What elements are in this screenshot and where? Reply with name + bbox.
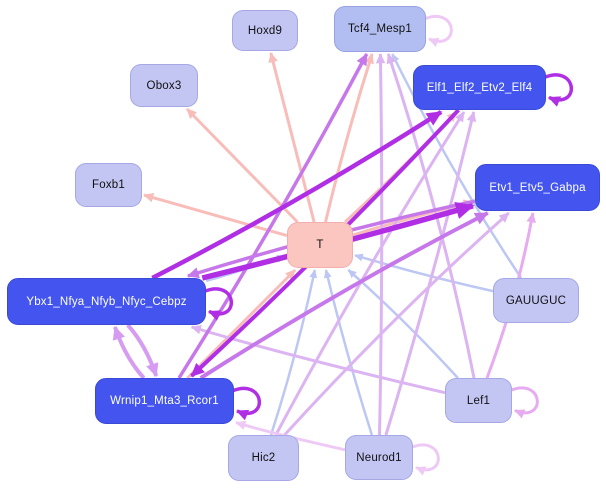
- node-label: T: [316, 239, 324, 251]
- node-Foxb1[interactable]: Foxb1: [75, 163, 142, 207]
- node-Hoxd9[interactable]: Hoxd9: [232, 10, 298, 51]
- edge-GAUUGUC-to-Tcf4_Mesp1: [391, 53, 523, 279]
- node-Etv1_Etv5_Gabpa[interactable]: Etv1_Etv5_Gabpa: [475, 164, 600, 211]
- node-label: Etv1_Etv5_Gabpa: [489, 181, 586, 194]
- edge-GAUUGUC-to-T: [354, 253, 494, 293]
- node-T[interactable]: T: [287, 222, 353, 268]
- node-label: Tcf4_Mesp1: [347, 23, 412, 35]
- node-Wrnip1_Mta3_Rcor1[interactable]: Wrnip1_Mta3_Rcor1: [95, 378, 234, 424]
- edge-T-to-Obox3: [185, 107, 299, 224]
- edge-Neurod1-to-T: [323, 269, 374, 436]
- edge-Lef1-to-Ybx1_Nfya_Nfyb_Nfyc_Cebpz: [190, 325, 446, 395]
- edge-T-to-Tcf4_Mesp1: [324, 53, 374, 223]
- edge-Wrnip1_Mta3_Rcor1-to-Ybx1_Nfya_Nfyb_Nfyc_Cebpz: [112, 325, 146, 380]
- edge-Hic2-to-Etv1_Etv5_Gabpa: [283, 211, 510, 437]
- self-loop-Lef1: [509, 386, 539, 419]
- node-label: Foxb1: [92, 179, 125, 191]
- edge-Hic2-to-Elf1_Elf2_Etv2_Elf4: [274, 111, 466, 436]
- self-loop-Wrnip1_Mta3_Rcor1: [231, 386, 262, 421]
- node-label: Elf1_Elf2_Etv2_Elf4: [426, 81, 533, 94]
- edge-Wrnip1_Mta3_Rcor1-to-Tcf4_Mesp1: [177, 53, 369, 379]
- node-Tcf4_Mesp1[interactable]: Tcf4_Mesp1: [334, 6, 426, 52]
- node-Neurod1[interactable]: Neurod1: [345, 435, 413, 480]
- self-loop-Elf1_Elf2_Etv2_Elf4: [543, 73, 574, 107]
- node-label: Hic2: [251, 452, 276, 464]
- node-Obox3[interactable]: Obox3: [130, 64, 198, 107]
- node-Hic2[interactable]: Hic2: [228, 435, 299, 481]
- node-label: GAUUGUC: [505, 294, 567, 307]
- edge-Lef1-to-T: [347, 269, 459, 379]
- self-loop-Neurod1: [410, 443, 440, 476]
- node-Elf1_Elf2_Etv2_Elf4[interactable]: Elf1_Elf2_Etv2_Elf4: [413, 65, 546, 110]
- node-label: Wrnip1_Mta3_Rcor1: [110, 395, 219, 407]
- node-label: Neurod1: [356, 451, 402, 464]
- edge-Hic2-to-T: [269, 269, 318, 436]
- edge-Wrnip1_Mta3_Rcor1-to-Etv1_Etv5_Gabpa: [199, 211, 489, 380]
- node-label: Lef1: [466, 394, 491, 407]
- node-label: Ybx1_Nfya_Nfyb_Nfyc_Cebpz: [26, 295, 187, 308]
- edge-Neurod1-to-Wrnip1_Mta3_Rcor1: [235, 420, 346, 452]
- edge-Ybx1_Nfya_Nfyb_Nfyc_Cebpz-to-Wrnip1_Mta3_Rcor1: [126, 323, 159, 378]
- self-loop-Tcf4_Mesp1: [423, 15, 453, 47]
- node-GAUUGUC[interactable]: GAUUGUC: [493, 278, 579, 323]
- node-label: Obox3: [146, 79, 182, 92]
- node-Ybx1_Nfya_Nfyb_Nfyc_Cebpz[interactable]: Ybx1_Nfya_Nfyb_Nfyc_Cebpz: [7, 278, 206, 325]
- node-Lef1[interactable]: Lef1: [445, 378, 512, 423]
- edge-Ybx1_Nfya_Nfyb_Nfyc_Cebpz-to-Elf1_Elf2_Etv2_Elf4: [151, 110, 443, 281]
- self-loop-Ybx1_Nfya_Nfyb_Nfyc_Cebpz: [203, 287, 234, 321]
- node-label: Hoxd9: [247, 24, 283, 37]
- edge-Neurod1-to-Elf1_Elf2_Etv2_Elf4: [384, 111, 477, 436]
- edge-T-to-Hoxd9: [268, 52, 316, 223]
- edge-Neurod1-to-Tcf4_Mesp1: [375, 53, 386, 436]
